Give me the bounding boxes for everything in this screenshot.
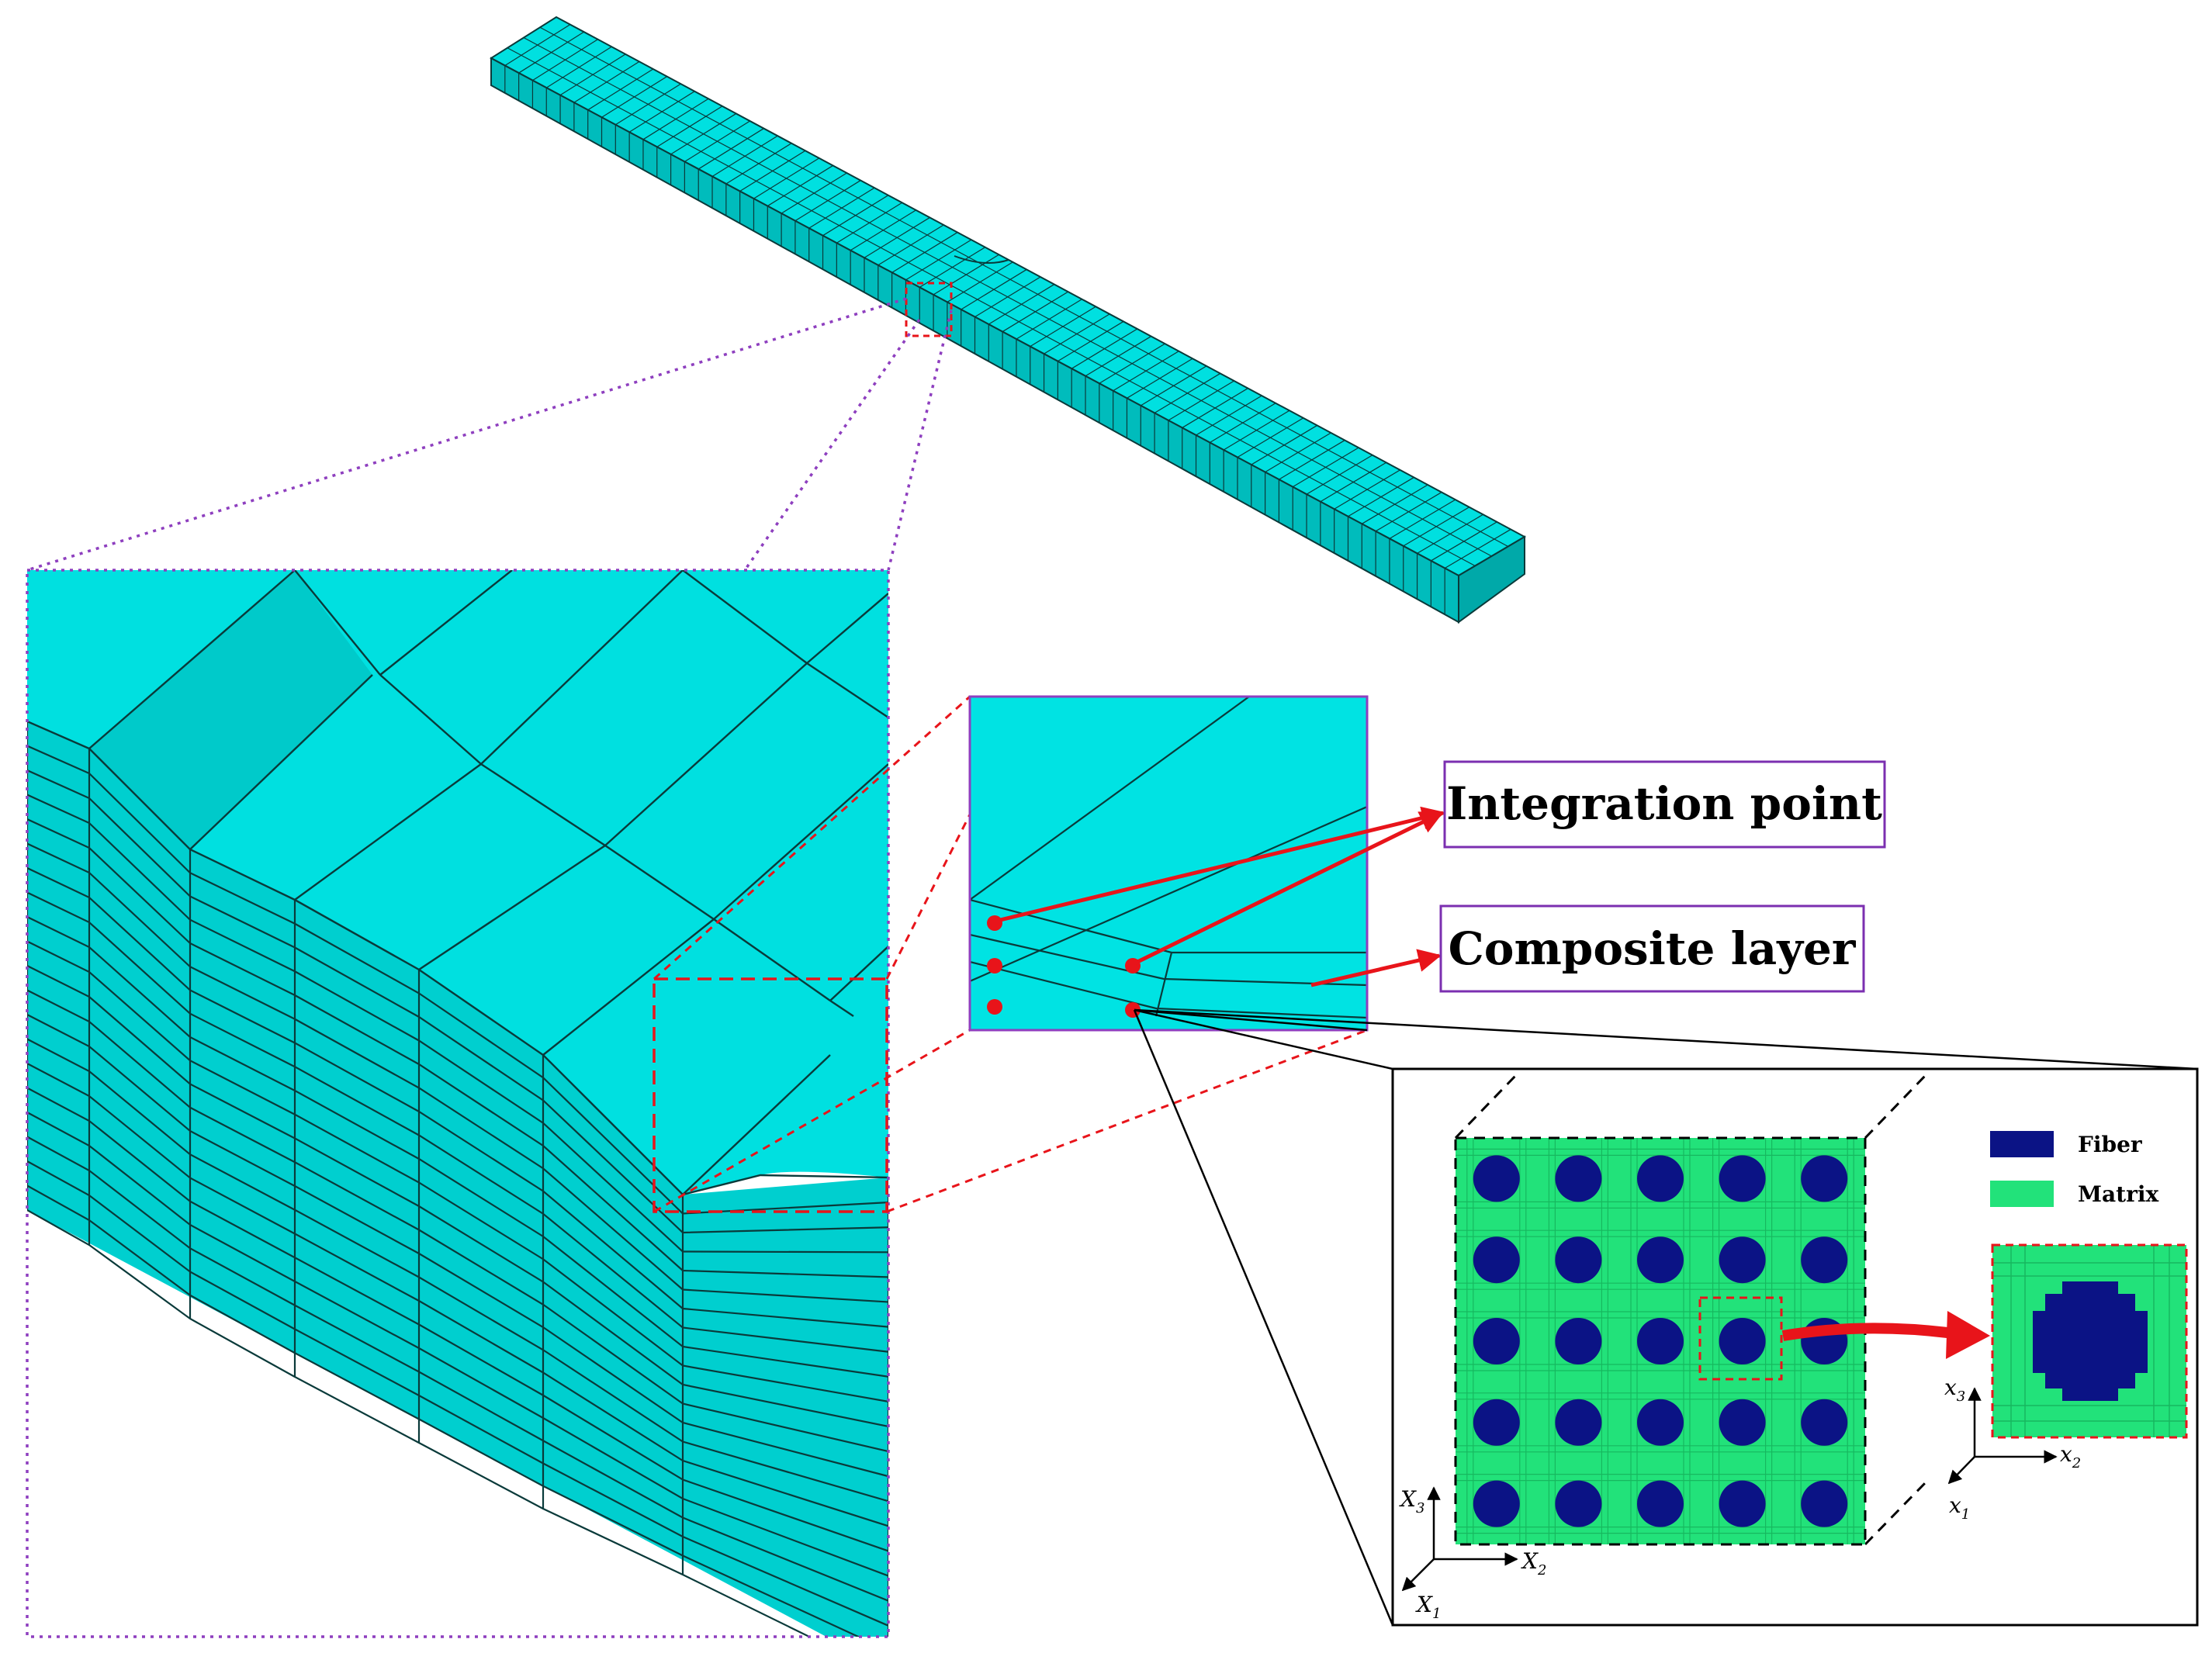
axis-x1-sub: 1 [1432,1606,1441,1622]
svg-text:X1: X1 [1415,1592,1441,1622]
beam-mesh-line [539,26,1509,548]
axis-u1-sub: 1 [1961,1506,1970,1523]
axis-x3-sub: 3 [1416,1500,1424,1516]
rve-fiber [1473,1480,1520,1527]
unit-cell-selection [1698,1296,1783,1381]
rve-fiber [1801,1399,1848,1446]
rve-fiber [1719,1480,1766,1527]
zoom-layer-line [27,842,888,1303]
zoomed-panel-frame [26,569,890,1638]
rve-fiber [1473,1236,1520,1284]
integration-point-dot [987,999,1002,1015]
legend-fiber-swatch [1990,1131,2054,1157]
zoom-layer-line [27,1160,888,1627]
zoomed-mesh-panel [26,569,890,1638]
beam-end-face [1458,535,1525,624]
axis-u1-label: x [1949,1492,1961,1518]
rve-fiber [1719,1318,1766,1364]
legend-matrix-swatch [1990,1181,2054,1207]
rve-fiber [1719,1399,1766,1446]
composite-layer-label: Composite layer [1439,904,1865,993]
axis-x1-label: X [1415,1592,1433,1617]
label-arrows [996,806,1445,987]
rve-fiber [1637,1399,1684,1446]
axis-u3-label: x [1944,1375,1957,1400]
svg-text:X2: X2 [1521,1548,1546,1579]
axis-x3-label: X [1399,1486,1417,1512]
beam-selection-box [905,282,953,337]
element-detail-panel [968,695,1369,1032]
unit-cell [1991,1243,2188,1439]
zoom-layer-line [27,1184,860,1637]
rve-fiber [1473,1399,1520,1446]
rve-fiber [1801,1155,1848,1202]
rve-fiber [1637,1480,1684,1527]
zoom-layer-line [27,1014,888,1478]
axis-u2-sub: 2 [2072,1455,2081,1471]
zoom-projection-lines [26,297,953,572]
axis-x2-sub: 2 [1537,1562,1546,1579]
rve-fiber [1801,1236,1848,1284]
zoom-layer-line [27,1063,888,1527]
zoom-layer-line [27,940,888,1402]
zoom-layer-line [27,965,888,1428]
rve-fiber [1801,1480,1848,1527]
rve-fiber [1555,1155,1602,1202]
rve-fiber [1473,1155,1520,1202]
composite-layer-text: Composite layer [1449,922,1857,975]
rve-fiber [1555,1399,1602,1446]
axis-u3-sub: 3 [1957,1388,1965,1405]
zoom-layer-line [27,1087,888,1552]
zoom-selection-box [653,977,888,1213]
rve-fiber [1555,1236,1602,1284]
axis-u2-label: x [2060,1441,2072,1467]
integration-point-label: Integration point [1443,760,1886,849]
zoom-layer-line [27,1136,888,1602]
zoom-layer-line [27,818,888,1278]
rve-fiber [1719,1236,1766,1284]
unit-cell-arrow [1781,1323,1948,1341]
rve-panel: Fiber Matrix X3 X2 X1 x3 x2 x1 [1391,1067,2199,1627]
zoom-layer-line [27,1112,888,1577]
zoom-layer-line [27,745,888,1215]
mid-projection-lines [653,695,1368,1213]
svg-text:x2: x2 [2060,1441,2081,1471]
zoom-layer-line [27,794,888,1254]
local-axes [1947,1387,2058,1485]
element-detail-frame [968,695,1369,1032]
zoom-layer-line [27,1038,888,1503]
legend: Fiber Matrix [1990,1131,2158,1207]
legend-matrix-label: Matrix [2078,1181,2158,1207]
rve-fiber [1637,1318,1684,1364]
beam-mesh-line [523,36,1492,557]
zoom-layer-line [27,891,888,1353]
zoom-layer-line [27,769,888,1234]
rve-fiber [1555,1318,1602,1364]
rve-fiber [1637,1236,1684,1284]
rve-fiber [1473,1318,1520,1364]
legend-fiber-label: Fiber [2078,1132,2143,1157]
zoom-layer-line [27,989,888,1453]
zoom-layer-line [27,867,888,1328]
zoom-layer-line [27,916,888,1378]
axis-x2-label: X [1521,1548,1539,1574]
integration-point-dot [987,915,1002,931]
svg-text:X3: X3 [1399,1486,1424,1516]
beam-mesh-3d [490,16,1527,624]
unit-cell-fiber [2033,1281,2148,1401]
rve-projection-lines [1133,1008,2198,1626]
beam-mesh-line [507,47,1476,567]
zoomed-side-layers [27,721,888,1637]
svg-text:x1: x1 [1949,1492,1970,1523]
global-axes [1401,1486,1518,1592]
rve-fiber [1555,1480,1602,1527]
zoom-layer-line [27,1209,812,1637]
integration-point-text: Integration point [1446,777,1882,830]
rve-fiber [1637,1155,1684,1202]
rve-cube-edges [1454,1073,1928,1546]
integration-point-dot [987,958,1002,973]
svg-text:x3: x3 [1944,1375,1965,1405]
rve-fiber [1719,1155,1766,1202]
